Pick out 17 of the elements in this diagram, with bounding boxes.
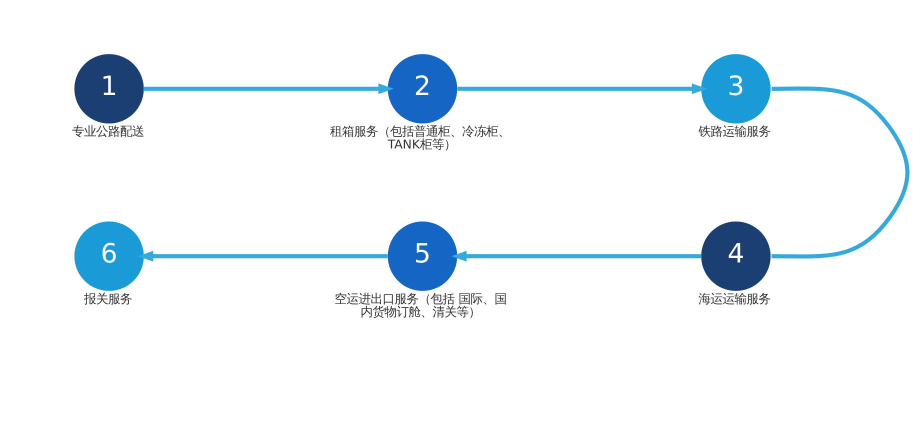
arrow — [450, 250, 700, 262]
node-circle: 5 — [387, 222, 457, 291]
node-label: 铁路运输服务 — [698, 124, 770, 138]
node-circle: 4 — [700, 222, 770, 291]
node-circle: 3 — [700, 54, 770, 124]
arrow — [456, 83, 707, 94]
node-label: 专业公路配送 — [71, 124, 144, 138]
arrow — [137, 250, 388, 262]
node-label: 报关服务 — [84, 292, 132, 306]
arrow — [144, 83, 394, 94]
node-circle: 2 — [387, 54, 457, 124]
node-label: 空运进出口服务（包括 国际、国内货物订舱、清关等） — [334, 292, 506, 320]
node-label: 海运运输服务 — [698, 292, 770, 306]
connector — [771, 86, 909, 258]
node-label: 租箱服务（包括普通柜、冷冻柜、TANK柜等） — [330, 124, 510, 152]
node-circle: 6 — [74, 222, 144, 291]
node-circle: 1 — [74, 54, 144, 124]
